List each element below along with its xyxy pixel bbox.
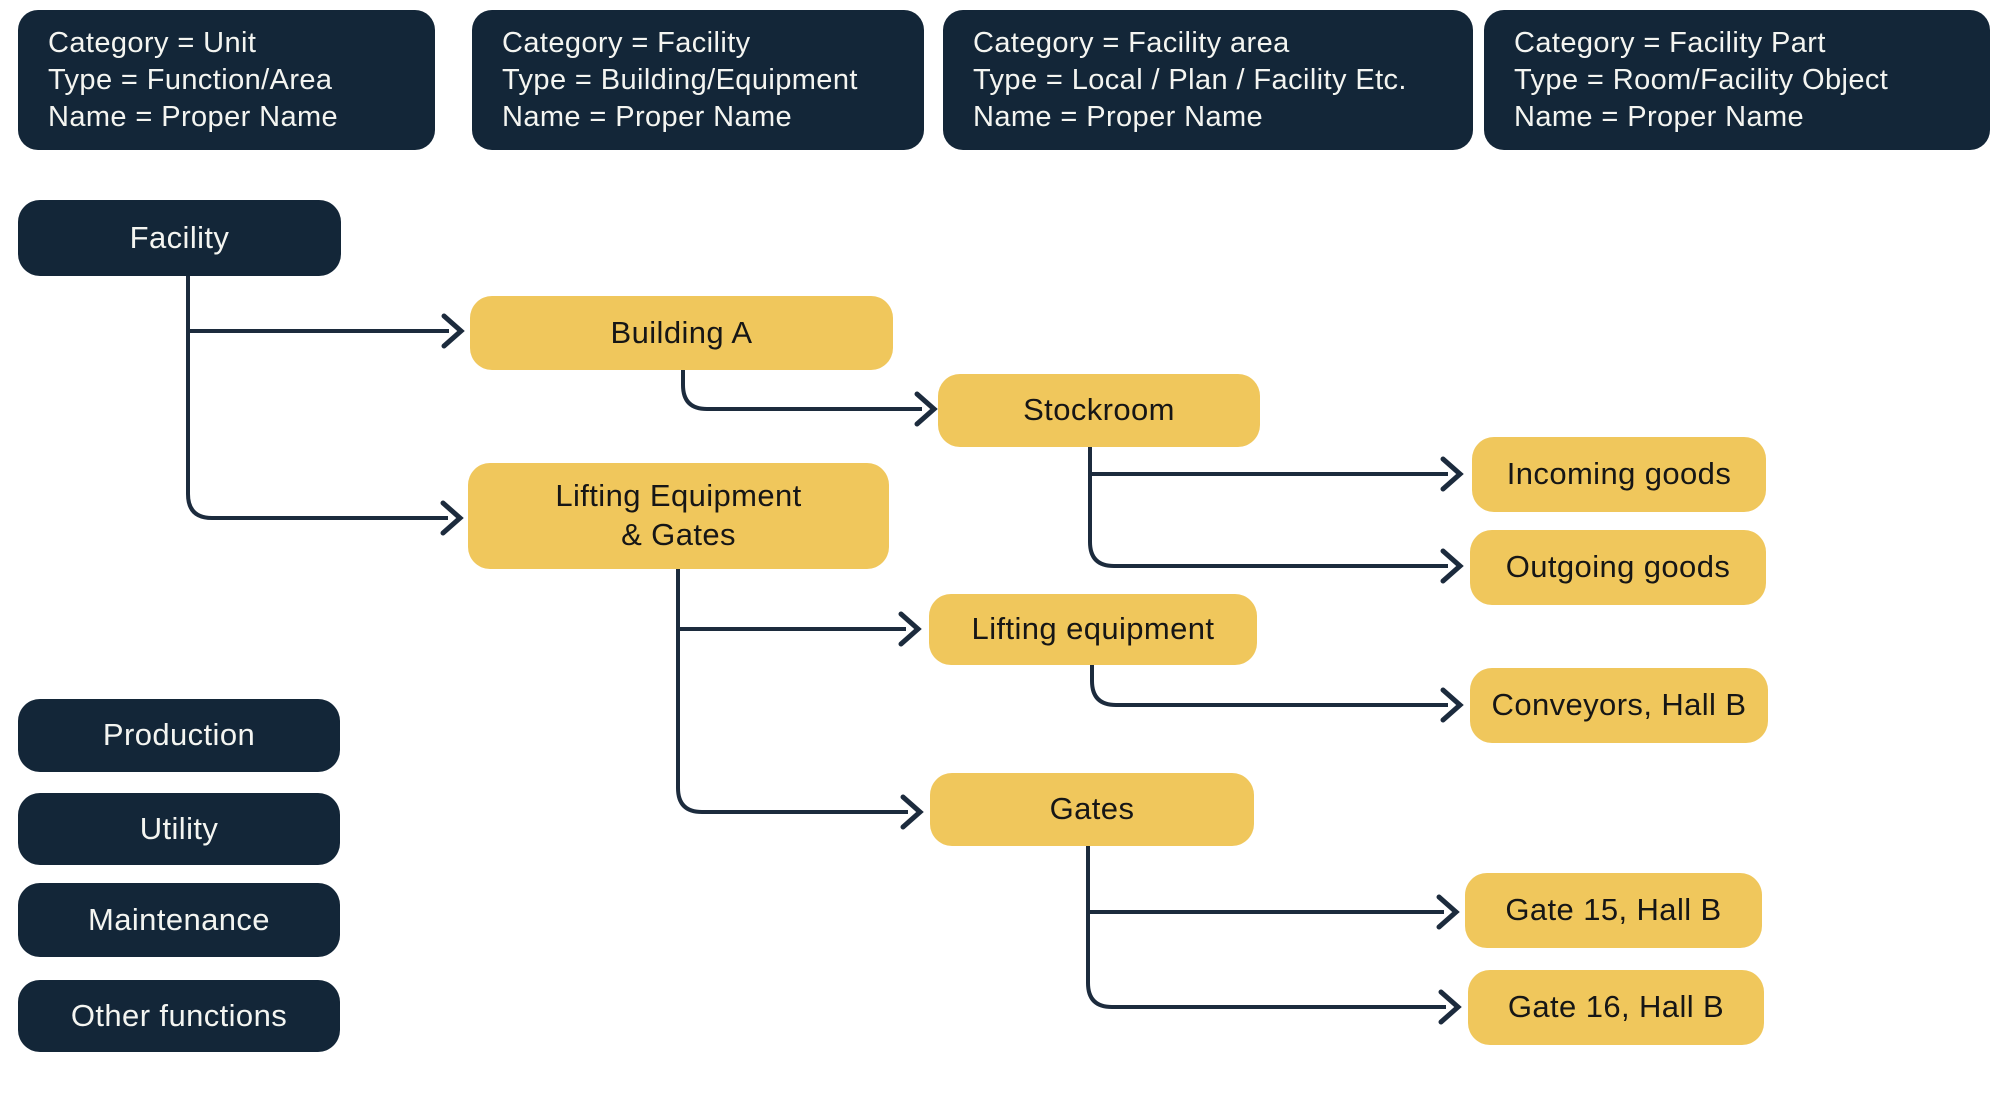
legend-card-line: Type = Building/Equipment [502, 64, 858, 96]
legend-card-line: Name = Proper Name [1514, 101, 1805, 133]
legend-card-facility-area: Category = Facility area Type = Local / … [943, 10, 1473, 150]
connector-facility-trunk [186, 276, 448, 520]
legend-card-line: Type = Room/Facility Object [1514, 64, 1889, 96]
node-maintenance: Maintenance [18, 883, 340, 957]
node-other-functions: Other functions [18, 980, 340, 1052]
node-label: Production [102, 717, 256, 753]
node-lifting-equipment: Lifting equipment [929, 594, 1257, 665]
node-incoming-goods: Incoming goods [1472, 437, 1766, 512]
legend-card-line: Name = Proper Name [48, 101, 339, 133]
node-label: Gates [1049, 791, 1135, 827]
node-label: Gate 15, Hall B [1505, 892, 1722, 928]
arrow-conveyors-icon [1440, 687, 1464, 723]
node-gate-16-hall-b: Gate 16, Hall B [1468, 970, 1764, 1045]
node-label: Maintenance [88, 901, 270, 937]
node-utility: Utility [18, 793, 340, 865]
node-conveyors-hall-b: Conveyors, Hall B [1470, 668, 1768, 743]
arrow-stockroom-icon [914, 391, 938, 427]
node-label: Gate 16, Hall B [1507, 989, 1725, 1025]
arrow-lifting-equipment-gates-icon [440, 500, 464, 536]
node-outgoing-goods: Outgoing goods [1470, 530, 1766, 605]
arrow-lifting-equipment-icon [898, 611, 922, 647]
legend-card-facility-part: Category = Facility Part Type = Room/Fac… [1484, 10, 1990, 150]
legend-card-facility: Category = Facility Type = Building/Equi… [472, 10, 924, 150]
arrow-building-a-icon [441, 313, 465, 349]
legend-card-line: Category = Facility Part [1514, 27, 1826, 59]
legend-card-line: Name = Proper Name [973, 101, 1264, 133]
node-label: Utility [139, 810, 219, 846]
arrow-gates-icon [900, 794, 924, 830]
connector-building-a-to-stockroom [681, 370, 922, 411]
arrow-incoming-goods-icon [1440, 456, 1464, 492]
legend-card-line: Type = Function/Area [48, 64, 333, 96]
node-lifting-equipment-gates: Lifting Equipment & Gates [468, 463, 889, 569]
node-label: Stockroom [1023, 392, 1175, 428]
arrow-outgoing-goods-icon [1440, 548, 1464, 584]
node-gates: Gates [930, 773, 1254, 846]
node-production: Production [18, 699, 340, 772]
connector-stockroom-trunk [1088, 447, 1448, 568]
connector-lifting-equipment-to-conveyors [1090, 665, 1448, 707]
node-label: Incoming goods [1506, 456, 1732, 492]
arrow-gate-15-icon [1436, 894, 1460, 930]
legend-card-unit: Category = Unit Type = Function/Area Nam… [18, 10, 435, 150]
node-stockroom: Stockroom [938, 374, 1260, 447]
node-label: Conveyors, Hall B [1491, 687, 1747, 723]
connector-leg-trunk [676, 569, 908, 814]
node-label: Lifting equipment [971, 611, 1215, 647]
legend-card-line: Category = Facility area [973, 27, 1290, 59]
node-label: Building A [610, 314, 753, 350]
node-gate-15-hall-b: Gate 15, Hall B [1465, 873, 1762, 948]
connector-gates-trunk [1086, 846, 1446, 1009]
arrow-gate-16-icon [1438, 989, 1462, 1025]
legend-card-line: Type = Local / Plan / Facility Etc. [973, 64, 1407, 96]
legend-card-line: Category = Facility [502, 27, 751, 59]
node-facility: Facility [18, 200, 341, 276]
node-building-a: Building A [470, 296, 893, 370]
node-label: Other functions [70, 997, 288, 1033]
node-label: Facility [129, 219, 230, 255]
node-label: Lifting Equipment & Gates [555, 478, 802, 552]
legend-card-line: Name = Proper Name [502, 101, 793, 133]
node-label: Outgoing goods [1505, 549, 1731, 585]
legend-card-line: Category = Unit [48, 27, 257, 59]
